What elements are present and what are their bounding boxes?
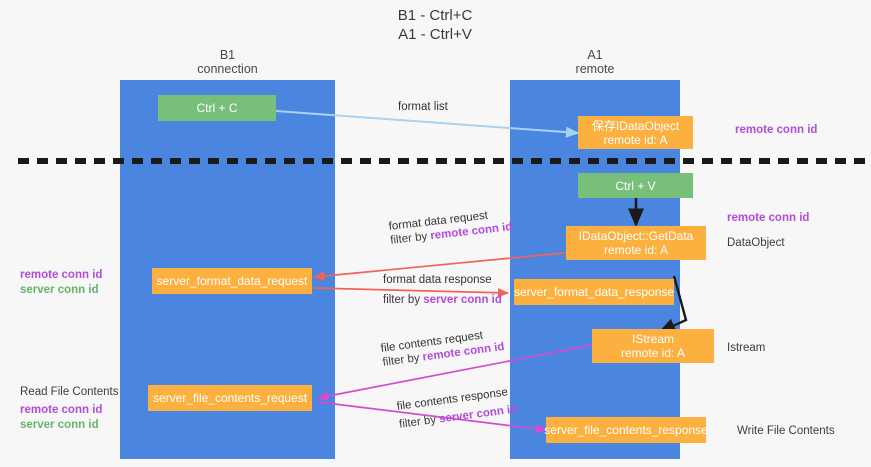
lane-b1-header: B1 connection (150, 48, 305, 76)
node-server-file-contents-response-label: server_file_contents_response (544, 423, 708, 437)
node-server-file-contents-response[interactable]: server_file_contents_response (544, 417, 708, 443)
side-label-remote-conn-id-top: remote conn id (735, 124, 818, 136)
node-server-format-data-request[interactable]: server_format_data_request (152, 268, 312, 294)
node-save-idataobject[interactable]: 保存IDataObject remote id: A (578, 116, 693, 149)
node-server-file-contents-request-label: server_file_contents_request (152, 391, 308, 405)
filter-prefix: filter by (398, 413, 440, 431)
edge-label-file-contents-request: file contents request filter by remote c… (380, 326, 505, 370)
node-idataobject-getdata-line2: remote id: A (603, 243, 669, 257)
filter-key-server-conn-id: server conn id (423, 294, 502, 306)
side-label-read-file-contents: Read File Contents (20, 386, 119, 398)
side-label-istream: Istream (727, 342, 766, 354)
lane-a1-name: A1 (587, 48, 603, 62)
node-ctrl-c[interactable]: Ctrl + C (158, 95, 276, 121)
side-label-dataobject: DataObject (727, 237, 785, 249)
side-label-left-server-conn-id-bottom: server conn id (20, 419, 99, 431)
node-ctrl-v-label: Ctrl + V (615, 178, 656, 193)
edge-label-format-data-response-text: format data response (383, 274, 492, 286)
edge-label-format-data-response: format data response filter by server co… (383, 273, 502, 307)
node-server-format-data-request-label: server_format_data_request (156, 274, 308, 288)
lane-b1-subtitle: connection (197, 62, 258, 76)
side-label-left-conn-ids-mid: remote conn id server conn id (20, 268, 102, 298)
node-save-idataobject-line2: remote id: A (603, 132, 668, 147)
node-server-format-data-response-label: server_format_data_response (513, 285, 675, 299)
side-label-left-remote-conn-id-bottom: remote conn id (20, 404, 103, 416)
filter-prefix: filter by (383, 294, 424, 306)
side-label-left-remote-conn-id-mid: remote conn id (20, 269, 103, 281)
node-istream-line1: IStream (631, 332, 674, 346)
filter-prefix: filter by (389, 230, 432, 247)
edge-label-format-data-request: format data request filter by remote con… (388, 206, 513, 248)
filter-prefix: filter by (381, 351, 424, 369)
node-istream[interactable]: IStream remote id: A (592, 329, 714, 363)
node-ctrl-c-label: Ctrl + C (196, 101, 238, 115)
side-label-left-server-conn-id-mid: server conn id (20, 284, 99, 296)
lane-a1-header: A1 remote (540, 48, 650, 76)
page-title-line1: B1 - Ctrl+C (397, 7, 473, 24)
page-title: B1 - Ctrl+C A1 - Ctrl+V (330, 6, 540, 44)
node-save-idataobject-line1: 保存IDataObject (591, 118, 680, 133)
node-istream-line2: remote id: A (620, 346, 686, 360)
page-title-line2: A1 - Ctrl+V (398, 26, 472, 43)
side-label-write-file-contents: Write File Contents (737, 425, 835, 437)
node-server-format-data-response[interactable]: server_format_data_response (514, 279, 674, 305)
lane-b1-name: B1 (219, 48, 236, 62)
edge-label-format-list-text: format list (398, 101, 448, 113)
edge-label-file-contents-response: file contents response filter by server … (396, 384, 518, 431)
node-idataobject-getdata-line1: IDataObject::GetData (578, 229, 694, 243)
lane-a1-subtitle: remote (575, 62, 615, 76)
side-label-remote-conn-id-mid: remote conn id (727, 212, 810, 224)
node-idataobject-getdata[interactable]: IDataObject::GetData remote id: A (566, 226, 706, 260)
side-label-left-conn-ids-bottom: remote conn id server conn id (20, 403, 102, 433)
edge-label-format-list: format list (398, 100, 448, 114)
edge-label-format-data-response-filter: filter by server conn id (383, 293, 502, 307)
node-server-file-contents-request[interactable]: server_file_contents_request (148, 385, 312, 411)
node-ctrl-v[interactable]: Ctrl + V (578, 173, 693, 198)
